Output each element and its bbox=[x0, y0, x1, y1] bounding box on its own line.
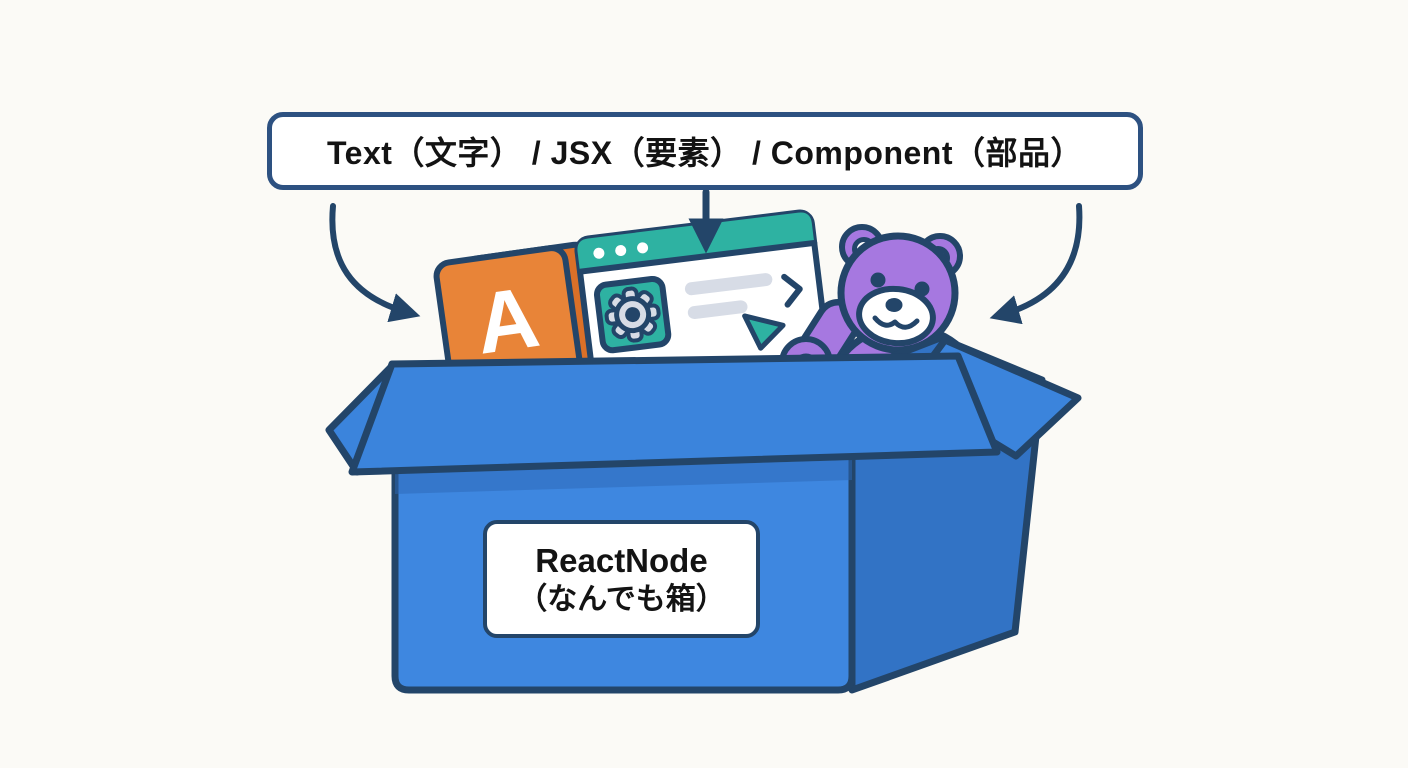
chevron-right-icon bbox=[781, 273, 803, 308]
arrows bbox=[329, 188, 1083, 325]
box-label-line1: ReactNode bbox=[535, 541, 708, 579]
letter-block-icon: A bbox=[433, 241, 609, 395]
curved-arrow-right-icon bbox=[989, 203, 1083, 325]
curved-arrow-left-icon bbox=[329, 203, 421, 323]
top-label-text: Text（文字） / JSX（要素） / Component（部品） bbox=[326, 135, 1083, 171]
title-bar-divider bbox=[577, 239, 818, 275]
box-label-line2: （なんでも箱） bbox=[517, 582, 726, 616]
bear-muzzle bbox=[856, 285, 936, 347]
bear-mouth bbox=[872, 315, 920, 330]
bear-eye-right bbox=[914, 281, 930, 297]
box-label: ReactNode （なんでも箱） bbox=[483, 520, 760, 638]
box-front-shadow bbox=[395, 460, 852, 494]
block-letter: A bbox=[470, 269, 545, 373]
text-lines-icon bbox=[684, 273, 773, 320]
gear-icon bbox=[604, 286, 661, 343]
window-dots-icon bbox=[593, 242, 649, 259]
bear-nose bbox=[885, 298, 903, 312]
cursor-arrow-icon bbox=[742, 313, 786, 351]
bear-eye-left bbox=[870, 272, 886, 288]
top-label: Text（文字） / JSX（要素） / Component（部品） bbox=[267, 112, 1143, 190]
box-flap-front bbox=[348, 352, 1001, 476]
